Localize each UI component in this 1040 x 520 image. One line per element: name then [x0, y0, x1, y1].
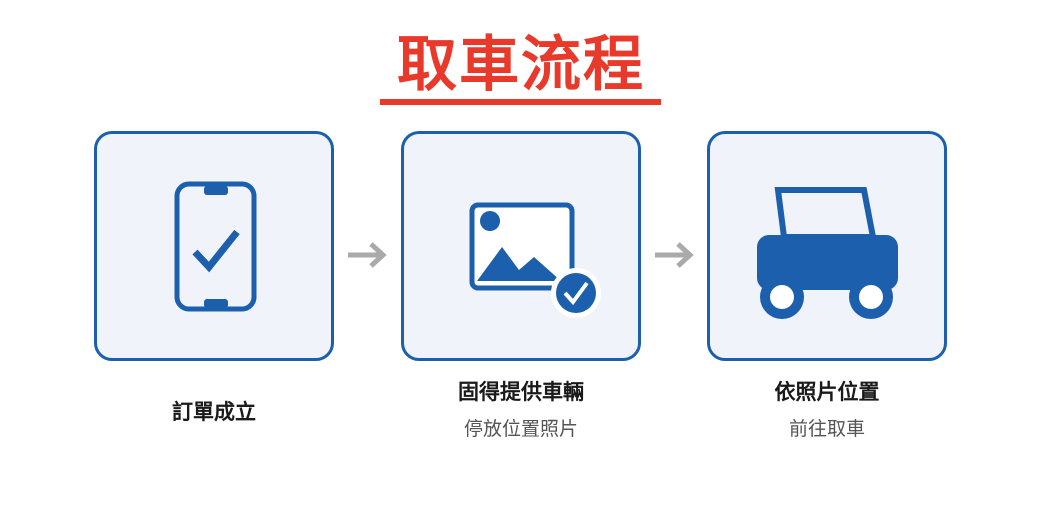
- step-3-sublabel: 前往取車: [788, 418, 865, 440]
- image-check-icon: [469, 202, 601, 318]
- step-2-label: 固得提供車輛: [458, 380, 584, 404]
- step-3-label: 依照片位置: [774, 380, 880, 404]
- arrow-right-icon: [655, 242, 694, 268]
- step-2-sublabel: 停放位置照片: [463, 418, 578, 440]
- step-1-label: 訂單成立: [172, 400, 256, 424]
- arrow-right-icon: [348, 242, 387, 268]
- step-3-card: [707, 131, 947, 361]
- step-2-card: [401, 131, 641, 361]
- phone-check-icon: [174, 181, 257, 312]
- title-underline: [380, 99, 661, 105]
- page-title: 取車流程: [397, 30, 645, 100]
- car-icon: [757, 187, 898, 319]
- step-1-card: [94, 131, 334, 361]
